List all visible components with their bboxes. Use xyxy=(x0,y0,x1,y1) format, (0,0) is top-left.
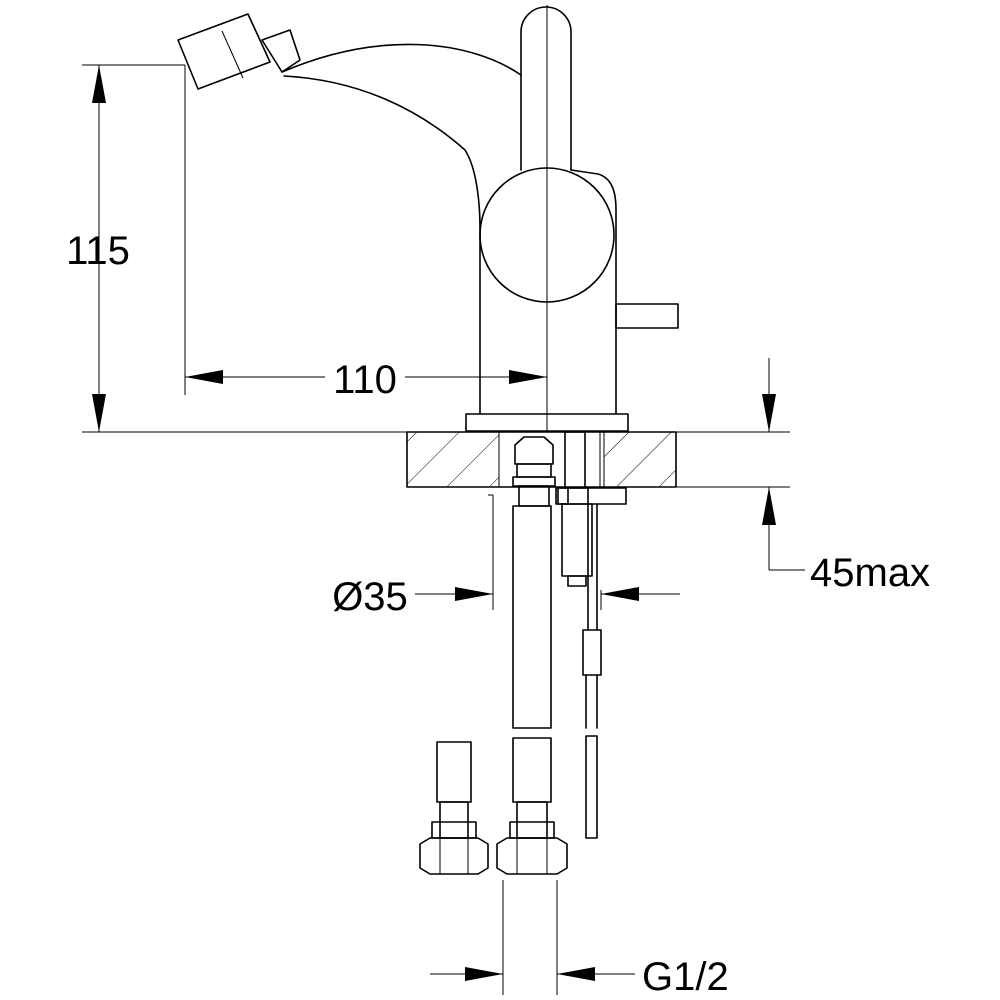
supply-hose-end-left xyxy=(419,741,489,875)
connection-label: G1/2 xyxy=(642,955,729,999)
fixing-hardware xyxy=(488,431,627,839)
reach-label: 110 xyxy=(333,358,397,402)
lever-handle xyxy=(520,6,572,171)
dimension-deck-thickness: 45max xyxy=(676,358,930,595)
dimension-height: 115 xyxy=(66,64,407,433)
dimension-reach: 110 xyxy=(184,65,547,402)
height-label: 115 xyxy=(66,229,130,273)
faucet-body xyxy=(177,6,679,432)
dimension-connection: G1/2 xyxy=(430,880,729,999)
base-diameter-label: Ø35 xyxy=(332,575,408,619)
deck-section xyxy=(406,431,677,488)
popup-knob xyxy=(615,303,679,329)
deck-thickness-label: 45max xyxy=(810,551,930,595)
spout-outline xyxy=(281,43,522,76)
dimension-base-diameter: Ø35 xyxy=(332,495,680,619)
supply-hose-end-right xyxy=(496,737,568,875)
supply-hose-upper xyxy=(512,436,556,729)
spout-nozzle xyxy=(177,13,301,90)
